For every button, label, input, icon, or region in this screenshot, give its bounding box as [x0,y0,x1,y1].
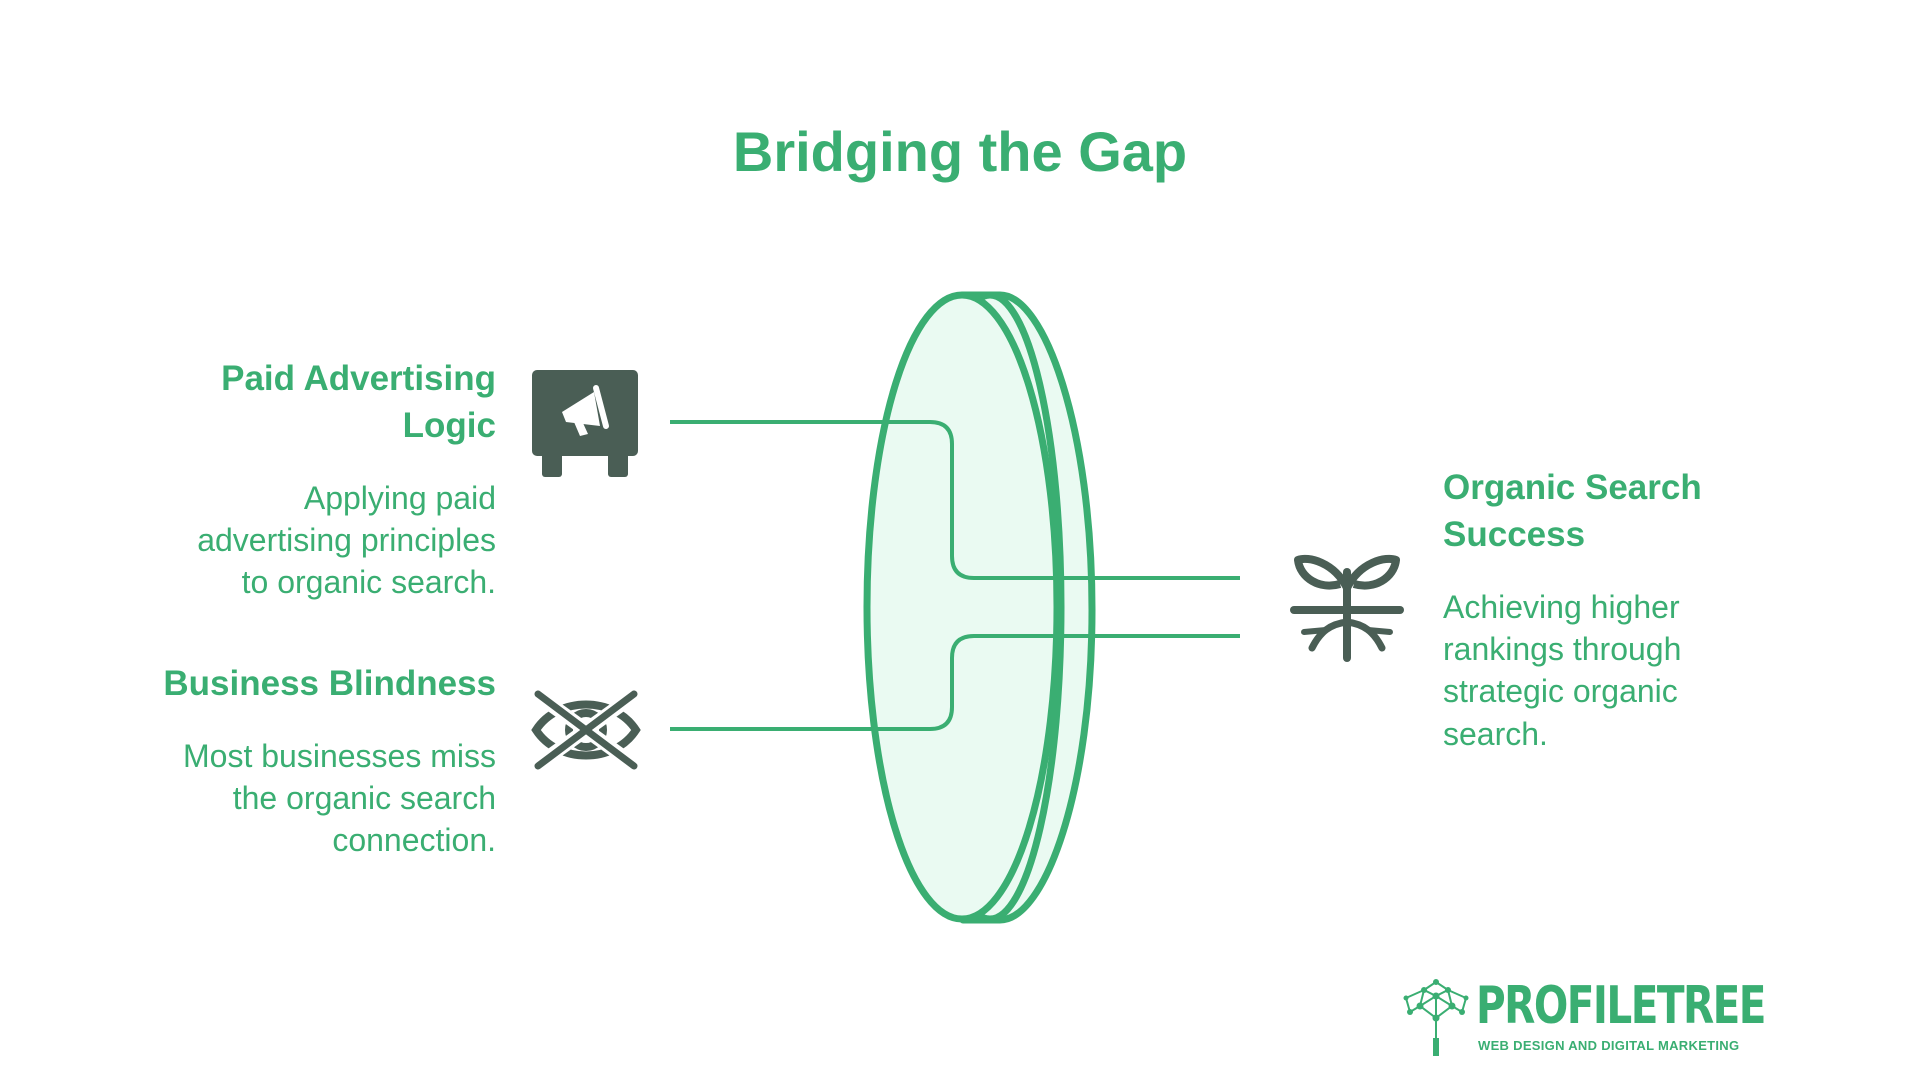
lens-front-face [863,291,1061,923]
tree-network-icon [1403,979,1469,1056]
description-line: Achieving higher [1443,589,1680,625]
description-line: the organic search [232,780,496,817]
paid-advertising-heading: Paid Advertising Logic [76,355,496,450]
heading-line: Business Blindness [163,664,496,703]
description-line: Applying paid [303,480,496,516]
megaphone-icon [532,370,638,477]
description-line: connection. [332,822,496,859]
organic-search-heading: Organic Search Success [1443,464,1843,559]
description-line: rankings through [1443,631,1682,668]
heading-line: Paid Advertising [221,359,496,398]
description-line: search. [1443,715,1548,752]
crossed-eye-icon [529,688,643,772]
description-line: advertising principles [197,522,496,559]
description-line: strategic organic [1443,673,1678,710]
heading-line: Success [1443,515,1586,555]
business-blindness-description: Most businesses miss the organic search … [76,735,496,862]
paid-advertising-description: Applying paid advertising principles to … [76,477,496,604]
sprout-roots-icon [1290,554,1404,662]
business-blindness-heading: Business Blindness [76,660,496,707]
connector-business-blindness [670,634,1240,731]
profiletree-logo: PROFILETREE WEB DESIGN AND DIGITAL MARKE… [1400,977,1767,1058]
organic-search-description: Achieving higher rankings through strate… [1443,586,1843,755]
connector-paid-advertising [670,420,1240,580]
heading-line: Logic [402,406,496,446]
heading-line: Organic Search [1443,468,1702,507]
diagram-title: Bridging the Gap [732,120,1188,183]
description-line: Most businesses miss [183,738,496,774]
logo-tagline: WEB DESIGN AND DIGITAL MARKETING [1478,1038,1740,1053]
description-line: to organic search. [241,564,496,601]
logo-wordmark: PROFILETREE [1476,976,1767,1036]
